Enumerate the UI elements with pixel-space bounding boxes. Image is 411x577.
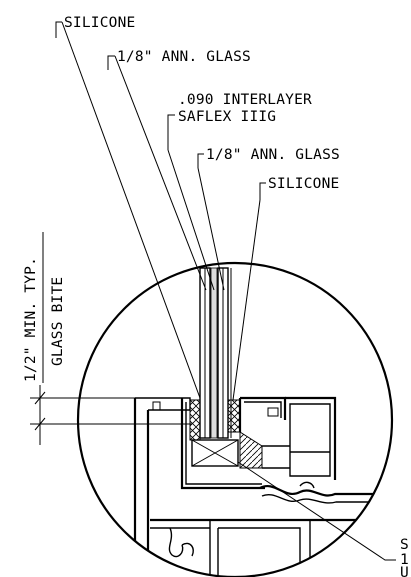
partial-label-2: 1 [400,552,409,568]
callout-glass-outer: 1/8" ANN. GLASS [117,49,251,65]
setting-block [191,439,239,467]
dimension-value: 1/2" MIN. TYP. [23,257,39,382]
dimension-label: GLASS BITE [50,277,66,366]
silicone-inner-bead [227,399,241,433]
detail-circle [76,261,394,577]
glazing-wedge [239,431,263,469]
callout-interlayer-line2: SAFLEX IIIG [178,109,276,125]
partial-label-1: S [400,537,409,553]
partial-label-3: U [400,565,409,577]
silicone-outer-bead [189,399,201,441]
callout-interlayer-line1: .090 INTERLAYER [178,92,312,108]
dimension-glass-bite [30,385,192,445]
leader-lines [55,21,396,561]
interlayer [210,267,218,439]
callout-silicone-top: SILICONE [64,15,135,31]
callout-silicone-inner: SILICONE [268,176,339,192]
section-geometry [133,267,392,577]
callout-glass-inner: 1/8" ANN. GLASS [206,147,340,163]
